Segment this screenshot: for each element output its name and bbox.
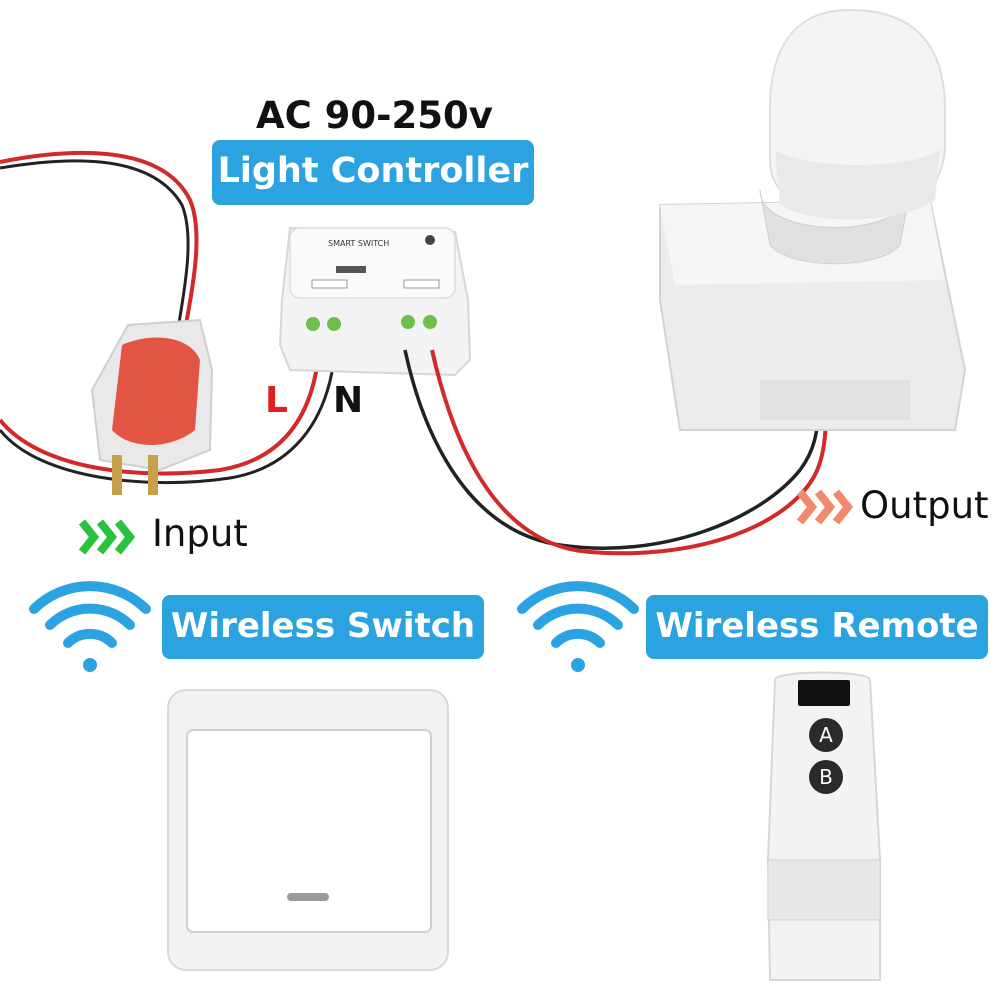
wireless-wall-switch [167, 689, 449, 971]
input-arrow-icon [78, 519, 136, 555]
output-label: Output [860, 484, 989, 527]
wireless-remote-label: Wireless Remote [646, 595, 988, 659]
input-label: Input [152, 512, 248, 555]
output-wire-red [430, 349, 828, 556]
output-wire-black [403, 349, 820, 550]
plug-cable-black [0, 159, 190, 331]
wifi-icon [29, 581, 151, 672]
controller-module: SMART SWITCH [278, 226, 472, 377]
light-bulb [769, 8, 946, 220]
wifi-icon [517, 581, 639, 672]
svg-text:SMART SWITCH: SMART SWITCH [328, 239, 389, 248]
remote-button-a: A [809, 718, 843, 752]
output-arrow-icon [796, 489, 854, 525]
controller-label: Light Controller [212, 140, 534, 205]
voltage-heading: AC 90-250v [256, 94, 493, 137]
terminal-live-label: L [265, 380, 288, 421]
remote-button-b: B [809, 760, 843, 794]
plug-cable-lower-black [0, 359, 336, 485]
plug-cable-lower-red [0, 359, 320, 476]
wireless-switch-label: Wireless Switch [162, 595, 484, 659]
plug-cable-red [0, 150, 199, 331]
terminal-neutral-label: N [333, 380, 364, 421]
power-plug [90, 318, 214, 495]
wireless-remote [766, 671, 881, 981]
lamp-holder [659, 189, 967, 431]
